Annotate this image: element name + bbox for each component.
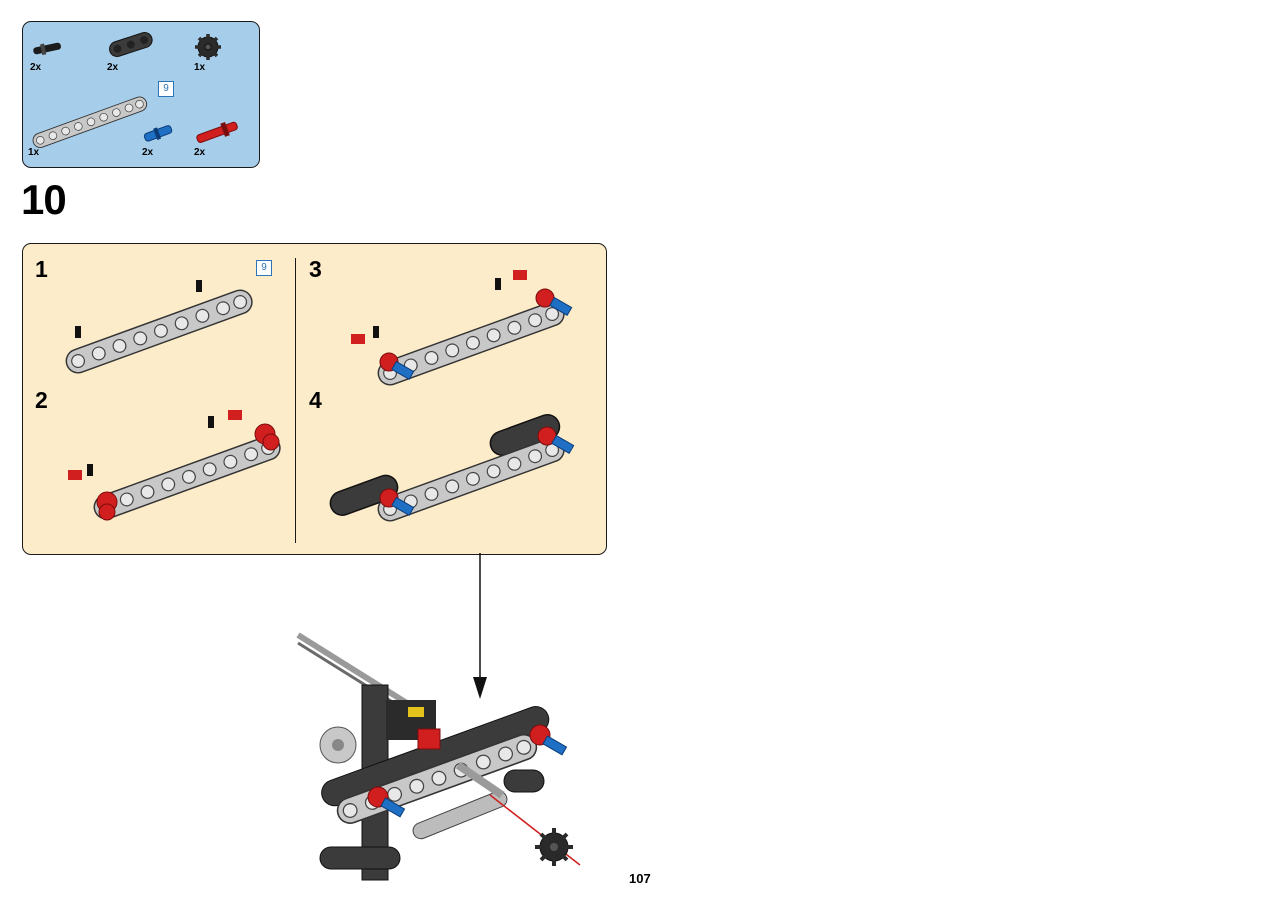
- main-assembly-illustration: [296, 632, 581, 881]
- black-axle-pin-icon: [33, 42, 61, 56]
- subassembly-panel: 1 2 3 4 9: [22, 243, 607, 555]
- qty-light-gray-beam: 1x: [28, 147, 40, 158]
- page-number: 107: [629, 871, 651, 886]
- substep-1-illustration: [62, 280, 256, 377]
- beam-length-badge: 9: [158, 81, 174, 97]
- substep-number-2: 2: [35, 387, 48, 413]
- substep-3-illustration: [351, 270, 573, 389]
- substep-length-badge: 9: [256, 260, 272, 276]
- placement-arrow: [473, 553, 487, 699]
- red-axle-pin-icon: [196, 121, 238, 143]
- substep-4-illustration: [329, 414, 575, 525]
- qty-black-axle-pin: 2x: [30, 62, 42, 73]
- substep-divider: [295, 258, 296, 543]
- light-gray-beam-icon: [30, 94, 150, 150]
- gear-icon: [195, 34, 221, 60]
- dark-gray-beam-icon: [109, 32, 153, 58]
- substep-number-1: 1: [35, 256, 48, 282]
- qty-blue-axle-pin: 2x: [142, 147, 154, 158]
- qty-dark-gray-beam: 2x: [107, 62, 119, 73]
- step-number: 10: [21, 176, 67, 223]
- blue-axle-pin-icon: [143, 125, 173, 142]
- substep-2-illustration: [68, 410, 284, 523]
- substep-number-4: 4: [309, 387, 322, 413]
- qty-red-axle-pin: 2x: [194, 147, 206, 158]
- substep-number-3: 3: [309, 256, 322, 282]
- qty-gear: 1x: [194, 62, 206, 73]
- parts-list-panel: 2x 2x 1x 9 1x 2x: [22, 21, 260, 168]
